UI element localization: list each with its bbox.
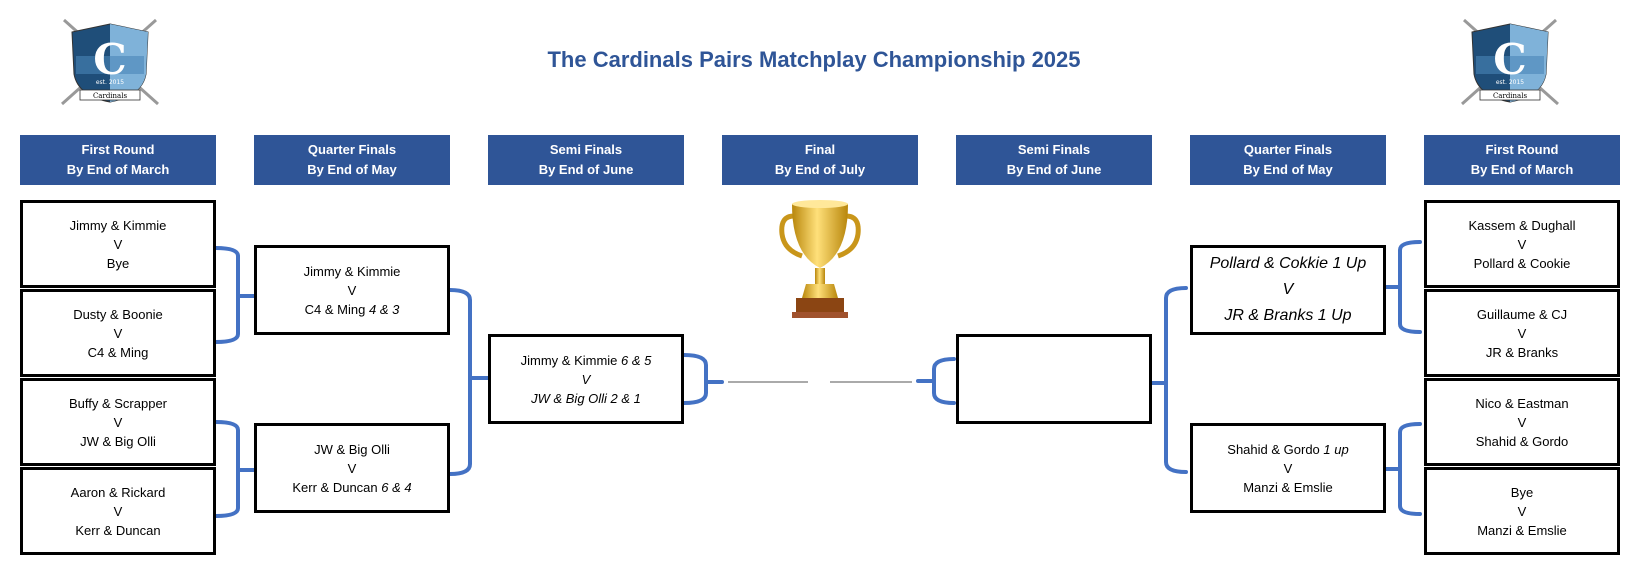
team-name: JW & Big Olli: [314, 441, 390, 457]
match-box: Shahid & Gordo 1 up V Manzi & Emslie: [1190, 423, 1386, 513]
header-round: Semi Finals: [1017, 142, 1091, 157]
team-name: Shahid & Gordo: [1227, 441, 1320, 457]
team-name: C4 & Ming: [304, 301, 366, 317]
match-box: Kassem & Dughall V Pollard & Cookie: [1424, 200, 1620, 288]
header-round: First Round: [1485, 142, 1559, 157]
versus-label: V: [113, 236, 123, 252]
match-box: Pollard & Cokkie 1 Up V JR & Branks 1 Up: [1190, 245, 1386, 335]
match-box: Jimmy & Kimmie V Bye: [20, 200, 216, 288]
bracket-connector: [1398, 422, 1422, 516]
versus-label: V: [1282, 281, 1294, 298]
versus-label: V: [1517, 414, 1527, 430]
header-round: Final: [804, 142, 836, 157]
bracket-connector: [1164, 286, 1188, 474]
page-title: The Cardinals Pairs Matchplay Championsh…: [547, 47, 1081, 72]
versus-label: V: [1517, 503, 1527, 519]
match-box: Buffy & Scrapper V JW & Big Olli: [20, 378, 216, 466]
team-name: Manzi & Emslie: [1243, 479, 1333, 495]
bracket-connector: [448, 288, 472, 476]
header-quarter-finals-right: Quarter Finals By End of May: [1190, 135, 1386, 185]
header-round: Quarter Finals: [307, 142, 397, 157]
team-name: Kerr & Duncan: [75, 522, 161, 538]
header-deadline: By End of May: [307, 162, 397, 177]
versus-label: V: [347, 282, 357, 298]
versus-label: V: [1283, 460, 1293, 476]
team-name: Jimmy & Kimmie: [69, 217, 167, 233]
versus-label: V: [113, 503, 123, 519]
header-semi-finals-right: Semi Finals By End of June: [956, 135, 1152, 185]
trophy-icon: [779, 200, 861, 318]
header-deadline: By End of March: [66, 162, 170, 177]
team-name: Manzi & Emslie: [1477, 522, 1567, 538]
header-deadline: By End of June: [1006, 162, 1102, 177]
header-deadline: By End of March: [1470, 162, 1574, 177]
match-result: 6 & 5: [617, 352, 652, 368]
team-name: Guillaume & CJ: [1476, 306, 1568, 322]
cardinals-logo-right: C est. 2015 Cardinals: [1461, 18, 1559, 106]
team-name: JW & Big Olli: [80, 433, 156, 449]
match-result: 4 & 3: [365, 301, 400, 317]
logo-est-text: est. 2015: [1496, 79, 1524, 86]
team-name: Kerr & Duncan: [292, 479, 378, 495]
match-box: Aaron & Rickard V Kerr & Duncan: [20, 467, 216, 555]
header-round: Quarter Finals: [1243, 142, 1333, 157]
logo-name-text: Cardinals: [93, 92, 128, 100]
bracket-connector: [682, 353, 708, 405]
team-name: Bye: [1510, 484, 1534, 500]
team-name: JW & Big Olli 2 & 1: [531, 390, 641, 406]
versus-label: V: [347, 460, 357, 476]
bracket-connector: [214, 246, 240, 344]
header-round: Semi Finals: [549, 142, 623, 157]
match-box: Nico & Eastman V Shahid & Gordo: [1424, 378, 1620, 466]
team-name: JR & Branks 1 Up: [1224, 307, 1352, 324]
match-box-semi-final-right: [956, 334, 1152, 424]
versus-label: V: [581, 371, 591, 387]
match-box: Bye V Manzi & Emslie: [1424, 467, 1620, 555]
header-semi-finals-left: Semi Finals By End of June: [488, 135, 684, 185]
logo-name-text: Cardinals: [1493, 92, 1528, 100]
team-name: Nico & Eastman: [1475, 395, 1569, 411]
versus-label: V: [1517, 236, 1527, 252]
header-deadline: By End of May: [1243, 162, 1333, 177]
team-name: Jimmy & Kimmie: [520, 352, 618, 368]
match-box: Jimmy & Kimmie V C4 & Ming 4 & 3: [254, 245, 450, 335]
match-box: Dusty & Boonie V C4 & Ming: [20, 289, 216, 377]
cardinals-logo-left: C est. 2015 Cardinals: [61, 18, 159, 106]
versus-label: V: [113, 325, 123, 341]
header-final: Final By End of July: [722, 135, 918, 185]
team-name: Bye: [106, 255, 130, 271]
match-box: JW & Big Olli V Kerr & Duncan 6 & 4: [254, 423, 450, 513]
match-box: Guillaume & CJ V JR & Branks: [1424, 289, 1620, 377]
team-name: Pollard & Cookie: [1473, 255, 1571, 271]
svg-text:C: C: [93, 35, 126, 84]
versus-label: V: [1517, 325, 1527, 341]
header-deadline: By End of June: [538, 162, 634, 177]
team-name: Aaron & Rickard: [70, 484, 166, 500]
team-name: Jimmy & Kimmie: [303, 263, 401, 279]
team-name: C4 & Ming: [87, 344, 149, 360]
bracket-connector: [214, 420, 240, 518]
bracket-connector: [1398, 240, 1422, 334]
team-name: Shahid & Gordo: [1475, 433, 1569, 449]
team-name: Buffy & Scrapper: [68, 395, 168, 411]
match-result: 6 & 4: [377, 479, 412, 495]
header-quarter-finals-left: Quarter Finals By End of May: [254, 135, 450, 185]
svg-text:C: C: [1493, 35, 1526, 84]
header-round: First Round: [81, 142, 155, 157]
team-name: Pollard & Cokkie 1 Up: [1209, 255, 1367, 272]
team-name: Dusty & Boonie: [73, 306, 163, 322]
header-first-round-right: First Round By End of March: [1424, 135, 1620, 185]
header-deadline: By End of July: [774, 162, 866, 177]
match-result: 1 up: [1319, 441, 1349, 457]
logo-est-text: est. 2015: [96, 79, 124, 86]
team-name: Kassem & Dughall: [1468, 217, 1576, 233]
match-box-semi-final-left: Jimmy & Kimmie 6 & 5 V JW & Big Olli 2 &…: [488, 334, 684, 424]
header-first-round-left: First Round By End of March: [20, 135, 216, 185]
versus-label: V: [113, 414, 123, 430]
team-name: JR & Branks: [1485, 344, 1559, 360]
bracket-connector: [932, 357, 956, 405]
